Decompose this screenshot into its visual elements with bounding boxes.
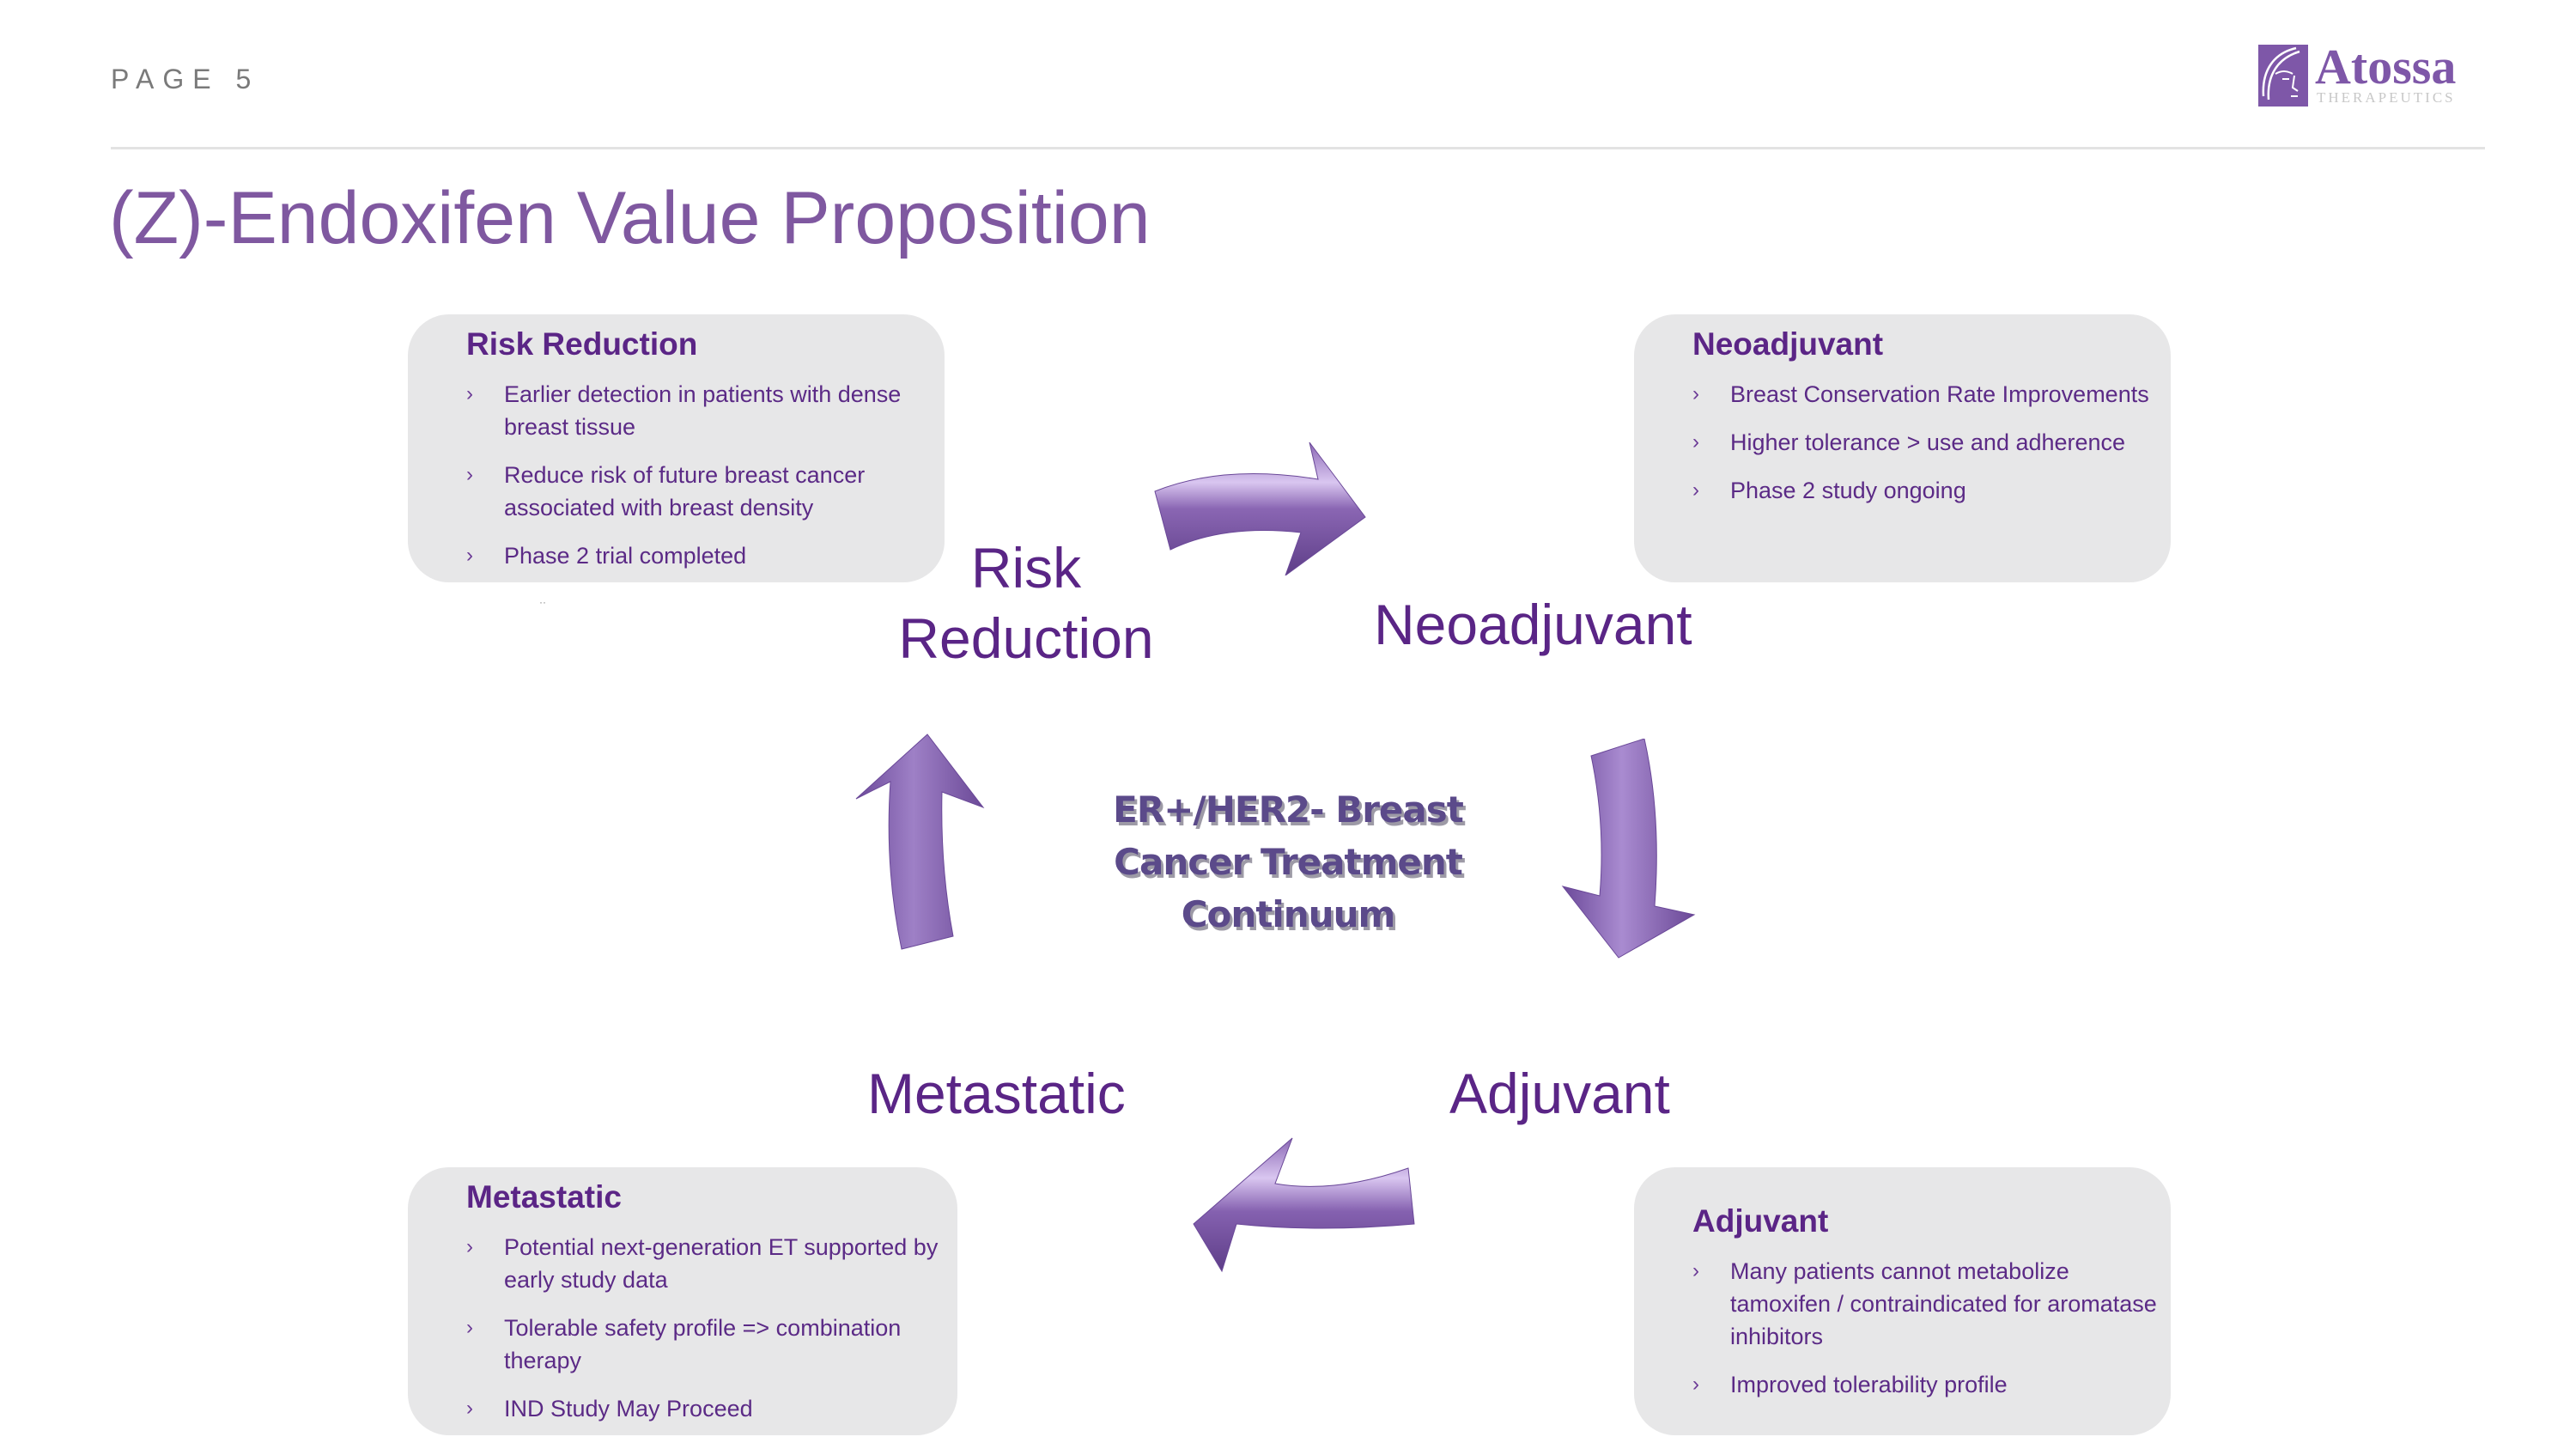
bullet-list: ›Potential next-generation ET supported … xyxy=(466,1231,957,1425)
center-caption: ER+/HER2- Breast Cancer Treatment Contin… xyxy=(1113,788,1464,935)
card-title: Metastatic xyxy=(466,1179,622,1215)
card-adjuvant: Adjuvant ›Many patients cannot metaboliz… xyxy=(1634,1167,2171,1435)
list-item: ›Improved tolerability profile xyxy=(1692,1368,2171,1401)
bullet-list: ›Earlier detection in patients with dens… xyxy=(466,378,945,572)
bullet-list: ›Many patients cannot metabolize tamoxif… xyxy=(1692,1255,2171,1401)
stage-label-neoadjuvant: Neoadjuvant xyxy=(1374,593,1692,656)
list-item: ›Phase 2 trial completed xyxy=(466,539,945,572)
header-divider xyxy=(111,147,2485,149)
chevron-bullet-icon: › xyxy=(1692,478,1699,502)
card-title: Adjuvant xyxy=(1692,1203,1829,1239)
stage-label-risk-reduction: Risk Reduction xyxy=(898,536,1154,670)
face-profile-icon xyxy=(2258,45,2308,107)
list-item: ›Breast Conservation Rate Improvements xyxy=(1692,378,2171,411)
arrow-right-icon xyxy=(1154,441,1366,575)
page-number: PAGE 5 xyxy=(111,64,260,94)
stray-marks: ·· xyxy=(539,596,546,608)
chevron-bullet-icon: › xyxy=(466,544,473,567)
card-risk-reduction: Risk Reduction ›Earlier detection in pat… xyxy=(408,314,945,582)
card-title: Risk Reduction xyxy=(466,326,698,362)
list-item: ›IND Study May Proceed xyxy=(466,1392,957,1425)
list-item: ›Higher tolerance > use and adherence xyxy=(1692,426,2171,459)
company-logo: Atossa THERAPEUTICS xyxy=(2258,39,2482,113)
chevron-bullet-icon: › xyxy=(466,382,473,405)
card-metastatic: Metastatic ›Potential next-generation ET… xyxy=(408,1167,957,1435)
chevron-bullet-icon: › xyxy=(466,1235,473,1258)
list-item: ›Earlier detection in patients with dens… xyxy=(466,378,945,443)
chevron-bullet-icon: › xyxy=(466,463,473,486)
list-item: ›Many patients cannot metabolize tamoxif… xyxy=(1692,1255,2171,1353)
chevron-bullet-icon: › xyxy=(1692,1259,1699,1282)
page-title: (Z)-Endoxifen Value Proposition xyxy=(109,177,1151,259)
bullet-list: ›Breast Conservation Rate Improvements ›… xyxy=(1692,378,2171,507)
chevron-bullet-icon: › xyxy=(1692,1373,1699,1396)
arrow-up-icon xyxy=(855,734,985,950)
list-item: ›Reduce risk of future breast cancer ass… xyxy=(466,459,945,524)
chevron-bullet-icon: › xyxy=(1692,430,1699,454)
card-neoadjuvant: Neoadjuvant ›Breast Conservation Rate Im… xyxy=(1634,314,2171,582)
list-item: ›Potential next-generation ET supported … xyxy=(466,1231,957,1296)
list-item: ›Phase 2 study ongoing xyxy=(1692,474,2171,507)
chevron-bullet-icon: › xyxy=(466,1397,473,1420)
chevron-bullet-icon: › xyxy=(466,1316,473,1339)
stage-label-adjuvant: Adjuvant xyxy=(1449,1062,1670,1125)
chevron-bullet-icon: › xyxy=(1692,382,1699,405)
logo-wordmark: Atossa xyxy=(2315,39,2457,94)
list-item: ›Tolerable safety profile => combination… xyxy=(466,1312,957,1377)
arrow-left-icon xyxy=(1193,1137,1415,1273)
logo-subtitle: THERAPEUTICS xyxy=(2317,89,2456,106)
card-title: Neoadjuvant xyxy=(1692,326,1884,362)
stage-label-metastatic: Metastatic xyxy=(867,1062,1126,1125)
arrow-down-icon xyxy=(1561,739,1696,959)
